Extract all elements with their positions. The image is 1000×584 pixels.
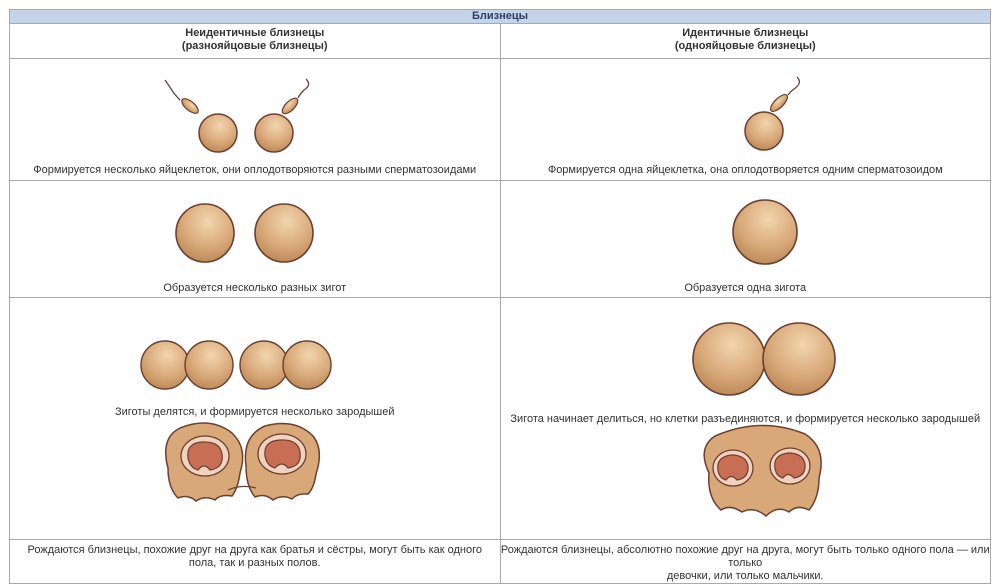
sperm-2-icon (280, 79, 309, 116)
sperm-icon (768, 77, 799, 114)
cell-fertilization-fraternal: Формируется несколько яйцеклеток, они оп… (10, 59, 501, 181)
egg-cell-2-icon (255, 114, 293, 152)
cell-zygote-fraternal: Образуется несколько разных зигот (10, 181, 501, 298)
twins-table: Близнецы Неидентичные близнецы (разнояйц… (9, 9, 991, 584)
cell-birth-identical: Рождаются близнецы, абсолютно похожие др… (500, 540, 991, 584)
cell-fertilization-identical: Формируется одна яйцеклетка, она оплодот… (500, 59, 991, 181)
cell-division-identical: Зигота начинает делиться, но клетки разъ… (500, 298, 991, 540)
cell-birth-fraternal: Рождаются близнецы, похожие друг на друг… (10, 540, 501, 584)
column-header-fraternal: Неидентичные близнецы (разнояйцовые близ… (10, 24, 501, 59)
embryo-2-icon (245, 424, 319, 500)
zygote-1-icon (176, 204, 234, 262)
caption-zygote-identical: Образуется одна зигота (501, 282, 991, 294)
dividing-zygotes-and-embryos-illustration (10, 298, 462, 539)
column-header-fraternal-line2: (разнояйцовые близнецы) (182, 40, 328, 52)
column-header-identical-line1: Идентичные близнецы (682, 27, 808, 39)
column-header-identical: Идентичные близнецы (однояйцовые близнец… (500, 24, 991, 59)
zygote-2-icon (255, 204, 313, 262)
caption-division-fraternal: Зиготы делятся, и формируется несколько … (10, 406, 500, 418)
caption-birth-identical-line1: Рождаются близнецы, абсолютно похожие др… (501, 544, 990, 569)
splitting-zygote-icon (693, 323, 835, 395)
caption-birth-identical-line2: девочки, или только мальчики. (667, 570, 824, 582)
egg-cell-1-icon (199, 114, 237, 152)
column-header-identical-line2: (однояйцовые близнецы) (675, 40, 816, 52)
egg-cell-icon (745, 112, 783, 150)
two-eggs-two-sperm-illustration (10, 59, 462, 180)
sperm-1-icon (165, 80, 201, 116)
caption-division-identical: Зигота начинает делиться, но клетки разъ… (501, 413, 991, 425)
table-title: Близнецы (10, 10, 991, 24)
cell-zygote-identical: Образуется одна зигота (500, 181, 991, 298)
twins-table-wrapper: Близнецы Неидентичные близнецы (разнояйц… (9, 9, 991, 584)
one-zygote-illustration (501, 181, 1000, 297)
dividing-zygote-2-icon (240, 341, 331, 389)
caption-fertilization-identical: Формируется одна яйцеклетка, она оплодот… (501, 164, 991, 176)
twin-embryos-icon (704, 425, 821, 516)
dividing-zygote-1-icon (141, 341, 233, 389)
two-zygotes-illustration (10, 181, 462, 297)
column-header-fraternal-line1: Неидентичные близнецы (185, 27, 324, 39)
caption-fertilization-fraternal: Формируется несколько яйцеклеток, они оп… (10, 164, 500, 176)
caption-birth-fraternal-line1: Рождаются близнецы, похожие друг на друг… (27, 544, 482, 556)
zygote-icon (733, 200, 797, 264)
caption-birth-fraternal-line2: пола, так и разных полов. (189, 557, 321, 569)
caption-zygote-fraternal: Образуется несколько разных зигот (10, 282, 500, 294)
one-egg-one-sperm-illustration (501, 59, 1000, 180)
cell-division-fraternal: Зиготы делятся, и формируется несколько … (10, 298, 501, 540)
